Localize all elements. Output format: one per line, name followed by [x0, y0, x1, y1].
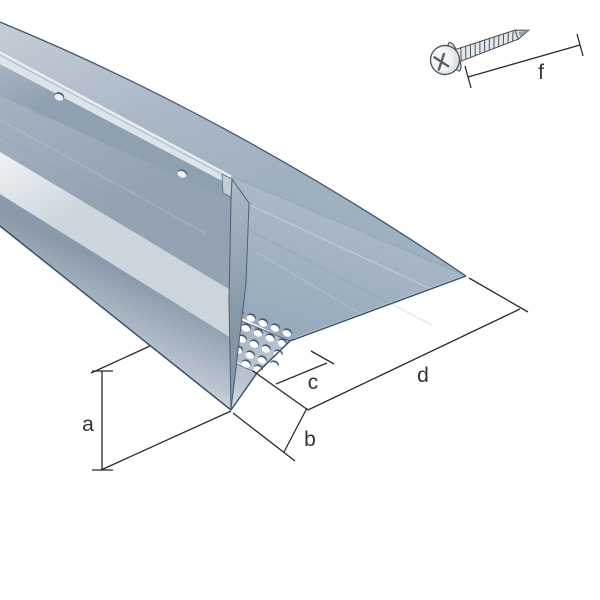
- hem-lip-face: [0, 52, 232, 186]
- screw-threads: [460, 30, 514, 61]
- dim-b-line: [283, 407, 308, 453]
- dim-d-line: [307, 308, 521, 411]
- cap-deck-fold-line: [232, 176, 463, 275]
- top-edge: [0, 21, 467, 277]
- dim-f-left-tick: [464, 65, 472, 89]
- dim-f-line: [467, 44, 581, 78]
- top-flange-face: [0, 22, 466, 276]
- dim-label-d: d: [417, 364, 429, 387]
- dim-f-right-tick: [576, 33, 584, 57]
- dim-c-extension-right: [310, 350, 335, 365]
- dim-c-line: [275, 362, 328, 385]
- dim-label-a: a: [82, 413, 94, 436]
- wall-cut-face: [228, 177, 250, 411]
- dimension-c: c: [252, 350, 335, 411]
- screw-drill-flute: [517, 30, 529, 37]
- dim-d-extension: [468, 277, 529, 313]
- dim-a-extension-bottom: [100, 410, 232, 471]
- dim-label-b: b: [304, 428, 316, 451]
- phillips-cross-icon: [433, 52, 450, 71]
- dimension-a: a: [82, 345, 232, 471]
- dimension-f: f: [464, 33, 584, 89]
- profile-front-section: [0, 51, 250, 411]
- staggered-end-edge: [230, 275, 467, 411]
- drip-tip-edge: [0, 225, 232, 411]
- dim-c-extension-left: [252, 370, 309, 411]
- highlight-band: [0, 152, 236, 341]
- dim-b-extension: [232, 412, 296, 462]
- wall-face: [0, 96, 237, 291]
- screw-icon: [429, 29, 531, 76]
- dimension-b: b: [232, 407, 316, 462]
- dim-label-c: c: [308, 371, 319, 394]
- lower-drip-face: [0, 194, 236, 410]
- dim-a-extension-top: [90, 345, 151, 374]
- dimension-d: d: [307, 277, 529, 411]
- dim-label-f: f: [538, 61, 544, 84]
